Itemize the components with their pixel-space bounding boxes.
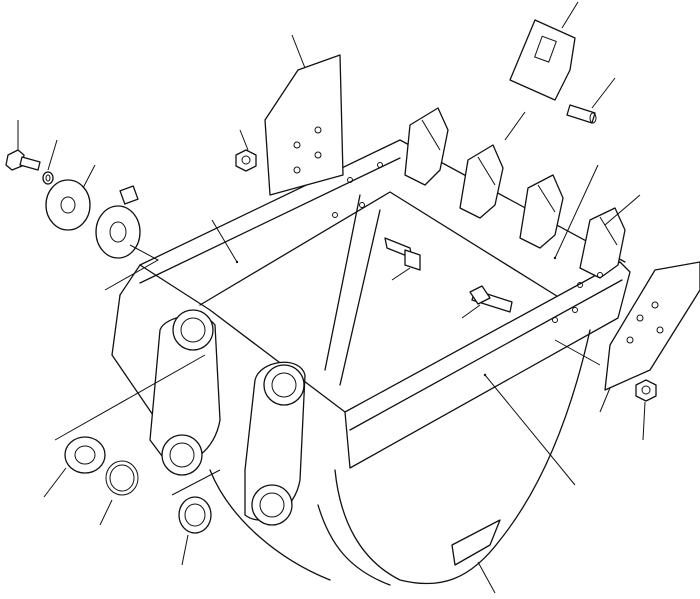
bolt-lower <box>469 285 513 313</box>
tooth-point <box>509 19 576 101</box>
bracket-right <box>244 361 306 526</box>
tooth-1 <box>404 107 449 186</box>
shim <box>178 496 212 534</box>
o-ring <box>105 460 139 496</box>
hub <box>95 185 141 259</box>
leader-lines <box>17 1 646 594</box>
tooth-pin <box>566 104 597 124</box>
side-cutter-left <box>264 54 344 196</box>
bucket-teeth <box>404 107 626 279</box>
bucket-body <box>111 139 631 586</box>
tooth-2 <box>459 144 504 219</box>
bracket-left <box>149 309 221 476</box>
bushing <box>64 436 106 474</box>
bolt-upper <box>384 237 421 271</box>
tooth-3 <box>519 174 564 249</box>
nut-right <box>635 379 657 402</box>
side-cutter-right <box>604 261 700 391</box>
flange-plate <box>45 179 91 231</box>
edge-holes <box>332 162 603 323</box>
tooth-4 <box>579 207 626 279</box>
bolt-small <box>5 149 41 171</box>
washer-small <box>42 171 54 185</box>
nut-left <box>235 149 257 172</box>
